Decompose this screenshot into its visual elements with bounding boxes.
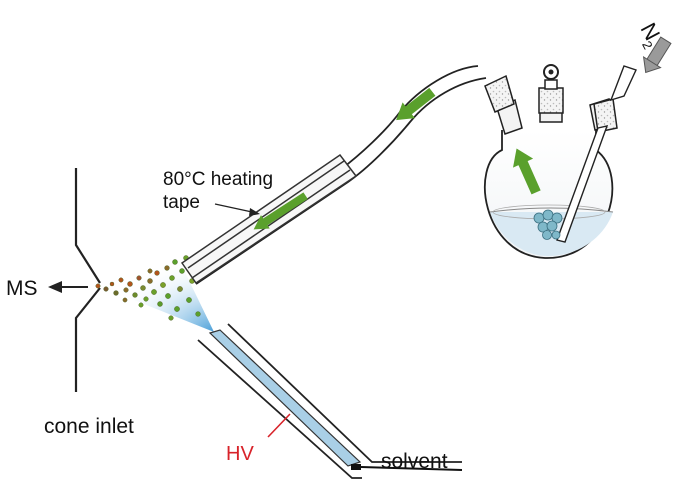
cone-inlet-label: cone inlet — [44, 415, 134, 438]
droplets — [95, 255, 201, 321]
sample-bubbles — [533, 209, 563, 240]
flow-arrow-tape — [253, 192, 308, 230]
ms-label: MS — [6, 277, 38, 300]
center-stopper — [538, 87, 564, 114]
n2-inlet-tube — [556, 65, 637, 243]
heating-tape-label-line1: 80°C heating — [163, 169, 273, 190]
left-stopper — [484, 74, 515, 113]
three-neck-flask — [483, 64, 637, 259]
heating-tape-label-line2: tape — [163, 192, 200, 213]
flow-arrows — [253, 87, 436, 230]
heating-tape-leader — [214, 203, 260, 216]
spray-plume — [114, 262, 214, 332]
capillary — [197, 323, 463, 479]
solvent-label: solvent — [381, 450, 448, 473]
flow-arrow-tube — [396, 87, 436, 121]
hv-label: HV — [226, 443, 254, 465]
hv-connection — [267, 413, 291, 438]
ms-arrow — [48, 281, 88, 293]
cone-inlet — [74, 168, 101, 392]
right-stopper — [593, 98, 618, 133]
n2-arrow — [642, 36, 672, 74]
flow-arrow-flask — [513, 148, 541, 195]
stopper-ring — [543, 64, 559, 90]
